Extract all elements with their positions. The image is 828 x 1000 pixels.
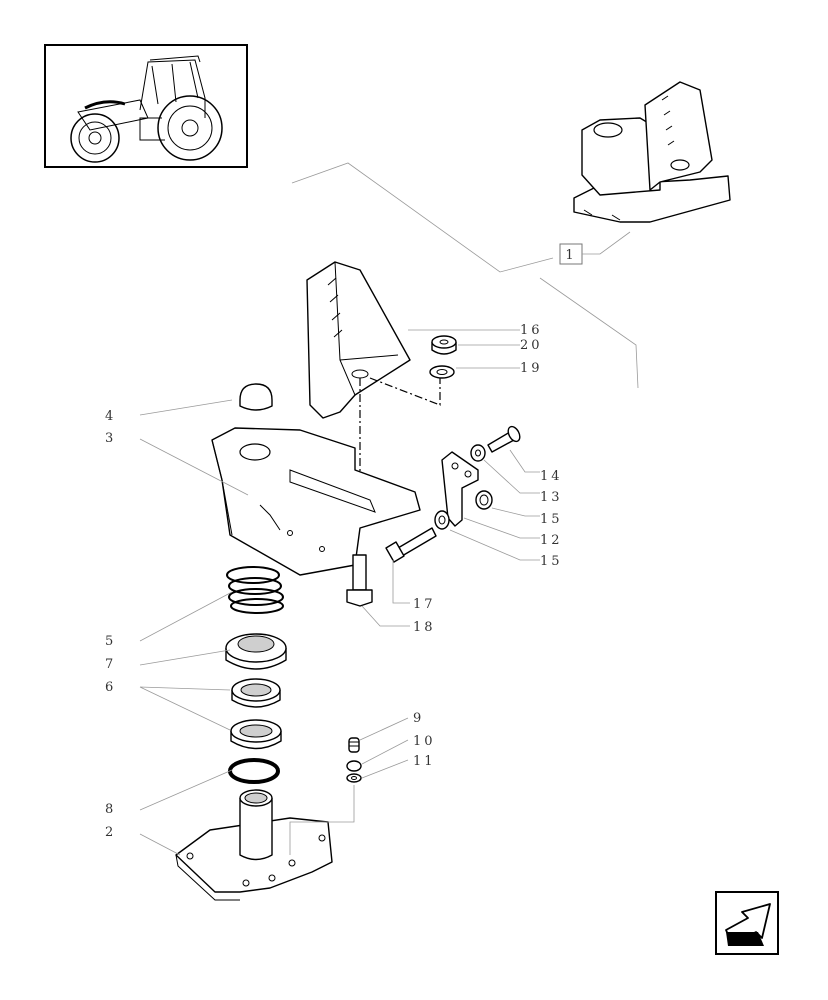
- callout-4: 4: [105, 409, 116, 424]
- previous-page-arrow-icon[interactable]: [715, 891, 779, 955]
- callout-7: 7: [105, 657, 116, 672]
- bushing-15-lower: [434, 510, 450, 530]
- svg-text:1: 1: [565, 248, 576, 263]
- callout-19: 19: [520, 361, 543, 376]
- callout-9: 9: [413, 711, 424, 726]
- callout-18: 18: [413, 620, 436, 635]
- leader-lines: [139, 329, 540, 856]
- callout-10: 10: [413, 734, 436, 749]
- callout-15-lower: 15: [540, 554, 563, 569]
- callout-1: 1: [559, 231, 631, 265]
- ring-nut-7: [225, 633, 287, 670]
- washer-19: [429, 365, 455, 379]
- washer-13: [470, 444, 486, 462]
- bolt-16: [385, 527, 437, 563]
- callout-12: 12: [540, 533, 563, 548]
- callout-16: 17: [413, 597, 436, 612]
- vertical-bracket-17: [306, 261, 411, 419]
- bushing-15-upper: [475, 490, 493, 510]
- callout-11: 11: [413, 754, 436, 769]
- callout-2: 2: [105, 825, 116, 840]
- tractor-thumbnail-icon[interactable]: [44, 44, 248, 168]
- assembly-view-1: [573, 81, 731, 223]
- bolt-14: [487, 425, 521, 453]
- callout-5: 5: [105, 634, 116, 649]
- bearing-6-lower: [230, 719, 282, 750]
- bearing-6-upper: [231, 678, 281, 708]
- callout-6: 6: [105, 680, 116, 695]
- cap-4: [239, 383, 273, 411]
- callout-13: 13: [540, 490, 563, 505]
- callout-15-upper: 15: [540, 512, 563, 527]
- pivot-base-2: [175, 789, 333, 901]
- bolt-18: [346, 554, 373, 607]
- o-ring-8: [228, 758, 280, 784]
- callout-17: 16: [520, 323, 543, 338]
- washer-11: [346, 773, 362, 783]
- callout-8: 8: [105, 802, 116, 817]
- callout-20: 20: [520, 338, 543, 353]
- washer-10: [346, 760, 362, 772]
- nut-20: [431, 335, 457, 355]
- grub-screw-9: [348, 737, 360, 753]
- link-plate-12: [441, 451, 479, 527]
- support-block-3: [211, 427, 421, 576]
- callout-14: 14: [540, 469, 563, 484]
- callout-3: 3: [105, 431, 116, 446]
- spring-5: [226, 566, 284, 614]
